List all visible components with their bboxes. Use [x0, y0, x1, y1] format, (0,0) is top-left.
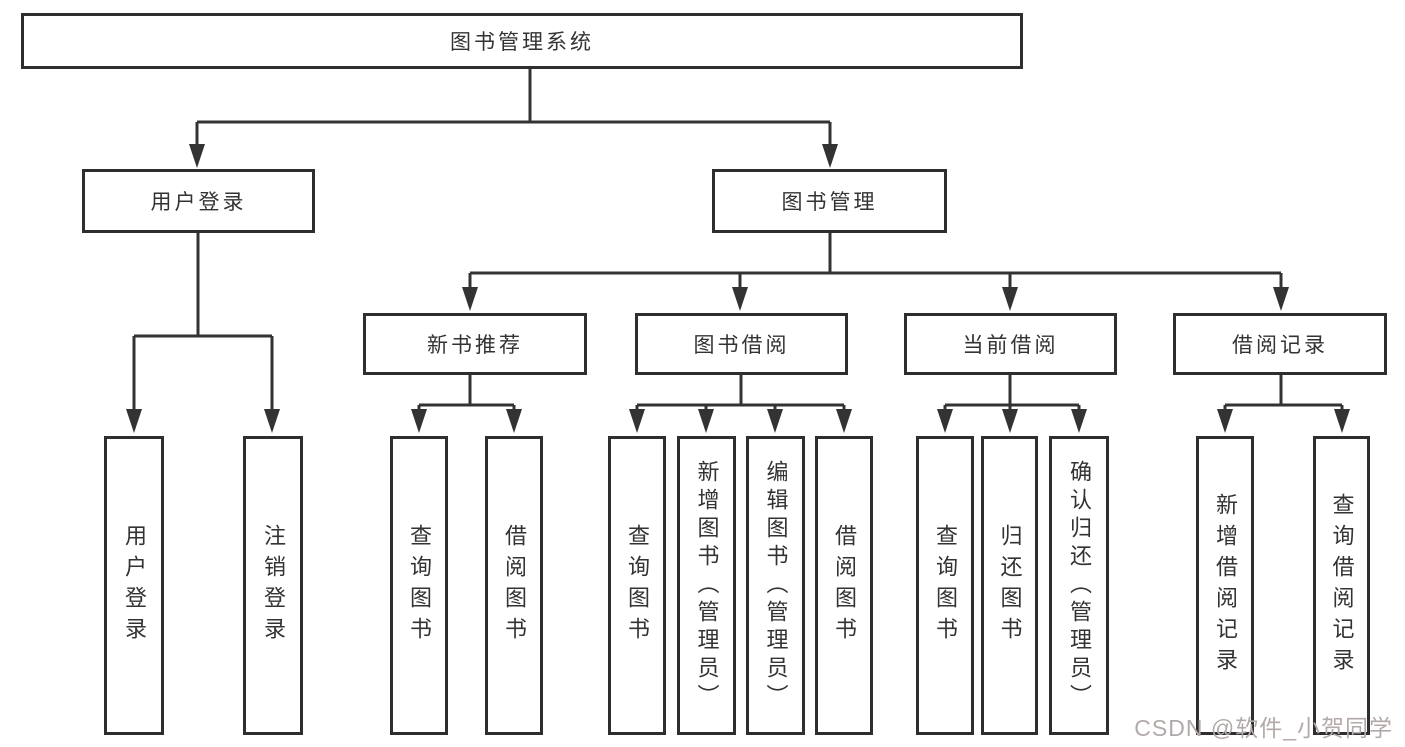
arrow-down-icon: [411, 409, 427, 433]
arrow-down-icon: [767, 409, 783, 433]
connector-root-to-level2: [189, 69, 838, 168]
arrow-down-icon: [698, 409, 714, 433]
node-root: 图书管理系统: [21, 13, 1023, 69]
arrow-down-icon: [462, 287, 478, 311]
arrow-down-icon: [937, 409, 953, 433]
leaf-return-books-label: 归还图书: [997, 523, 1023, 648]
leaf-add-books-admin-label: 新增图书（管理员）: [694, 459, 720, 712]
arrow-down-icon: [822, 144, 838, 168]
node-book-borrow: 图书借阅: [635, 313, 848, 375]
arrow-down-icon: [126, 409, 142, 433]
arrow-down-icon: [1002, 287, 1018, 311]
node-user-login-label: 用户登录: [150, 191, 247, 214]
leaf-user-login: 用户登录: [104, 436, 164, 735]
node-new-book-recommend: 新书推荐: [363, 313, 587, 375]
node-user-login: 用户登录: [82, 169, 315, 233]
arrow-down-icon: [506, 409, 522, 433]
leaf-current-query-books-label: 查询图书: [933, 523, 958, 648]
arrow-down-icon: [1334, 409, 1350, 433]
arrow-down-icon: [629, 409, 645, 433]
leaf-edit-books-admin: 编辑图书（管理员）: [746, 436, 805, 735]
arrow-down-icon: [1002, 409, 1018, 433]
connector-book-management-to-level3: [462, 233, 1289, 311]
arrow-down-icon: [1071, 409, 1087, 433]
connector-user-login-to-leaves: [126, 233, 280, 433]
arrow-down-icon: [1217, 409, 1233, 433]
node-book-management: 图书管理: [712, 169, 947, 233]
leaf-add-borrow-record: 新增借阅记录: [1196, 436, 1254, 735]
connector-book-borrow-to-leaves: [629, 375, 852, 433]
leaf-return-books: 归还图书: [981, 436, 1038, 735]
node-borrow-record-label: 借阅记录: [1232, 334, 1328, 357]
leaf-recommend-query-books-label: 查询图书: [407, 523, 432, 648]
leaf-borrow-books-label: 借阅图书: [832, 523, 857, 648]
leaf-recommend-borrow-books: 借阅图书: [485, 436, 543, 735]
node-root-label: 图书管理系统: [450, 31, 594, 54]
leaf-logout-label: 注销登录: [261, 523, 286, 648]
connector-current-borrow-to-leaves: [937, 375, 1087, 433]
arrow-down-icon: [732, 287, 748, 311]
leaf-recommend-query-books: 查询图书: [390, 436, 448, 735]
leaf-logout: 注销登录: [243, 436, 303, 735]
leaf-add-books-admin: 新增图书（管理员）: [677, 436, 736, 735]
arrow-down-icon: [189, 144, 205, 168]
leaf-edit-books-admin-label: 编辑图书（管理员）: [763, 459, 789, 712]
arrow-down-icon: [836, 409, 852, 433]
leaf-borrow-query-books-label: 查询图书: [625, 523, 650, 648]
arrow-down-icon: [1273, 287, 1289, 311]
arrow-down-icon: [264, 409, 280, 433]
connector-borrow-record-to-leaves: [1217, 375, 1350, 433]
leaf-confirm-return-admin: 确认归还（管理员）: [1049, 436, 1109, 735]
node-book-borrow-label: 图书借阅: [693, 334, 790, 357]
node-borrow-record: 借阅记录: [1173, 313, 1387, 375]
node-current-borrow: 当前借阅: [904, 313, 1117, 375]
node-new-book-recommend-label: 新书推荐: [427, 334, 523, 357]
csdn-watermark: CSDN @软件_小贺同学: [1134, 715, 1393, 741]
leaf-borrow-query-books: 查询图书: [608, 436, 666, 735]
leaf-add-borrow-record-label: 新增借阅记录: [1213, 492, 1238, 679]
leaf-user-login-label: 用户登录: [122, 523, 147, 648]
leaf-current-query-books: 查询图书: [916, 436, 974, 735]
leaf-confirm-return-admin-label: 确认归还（管理员）: [1067, 459, 1092, 712]
leaf-borrow-books: 借阅图书: [815, 436, 873, 735]
node-current-borrow-label: 当前借阅: [962, 334, 1059, 357]
node-book-management-label: 图书管理: [781, 191, 878, 214]
connector-new-book-recommend-to-leaves: [411, 375, 522, 433]
leaf-recommend-borrow-books-label: 借阅图书: [502, 523, 527, 648]
leaf-query-borrow-record-label: 查询借阅记录: [1329, 492, 1355, 679]
leaf-query-borrow-record: 查询借阅记录: [1313, 436, 1370, 735]
